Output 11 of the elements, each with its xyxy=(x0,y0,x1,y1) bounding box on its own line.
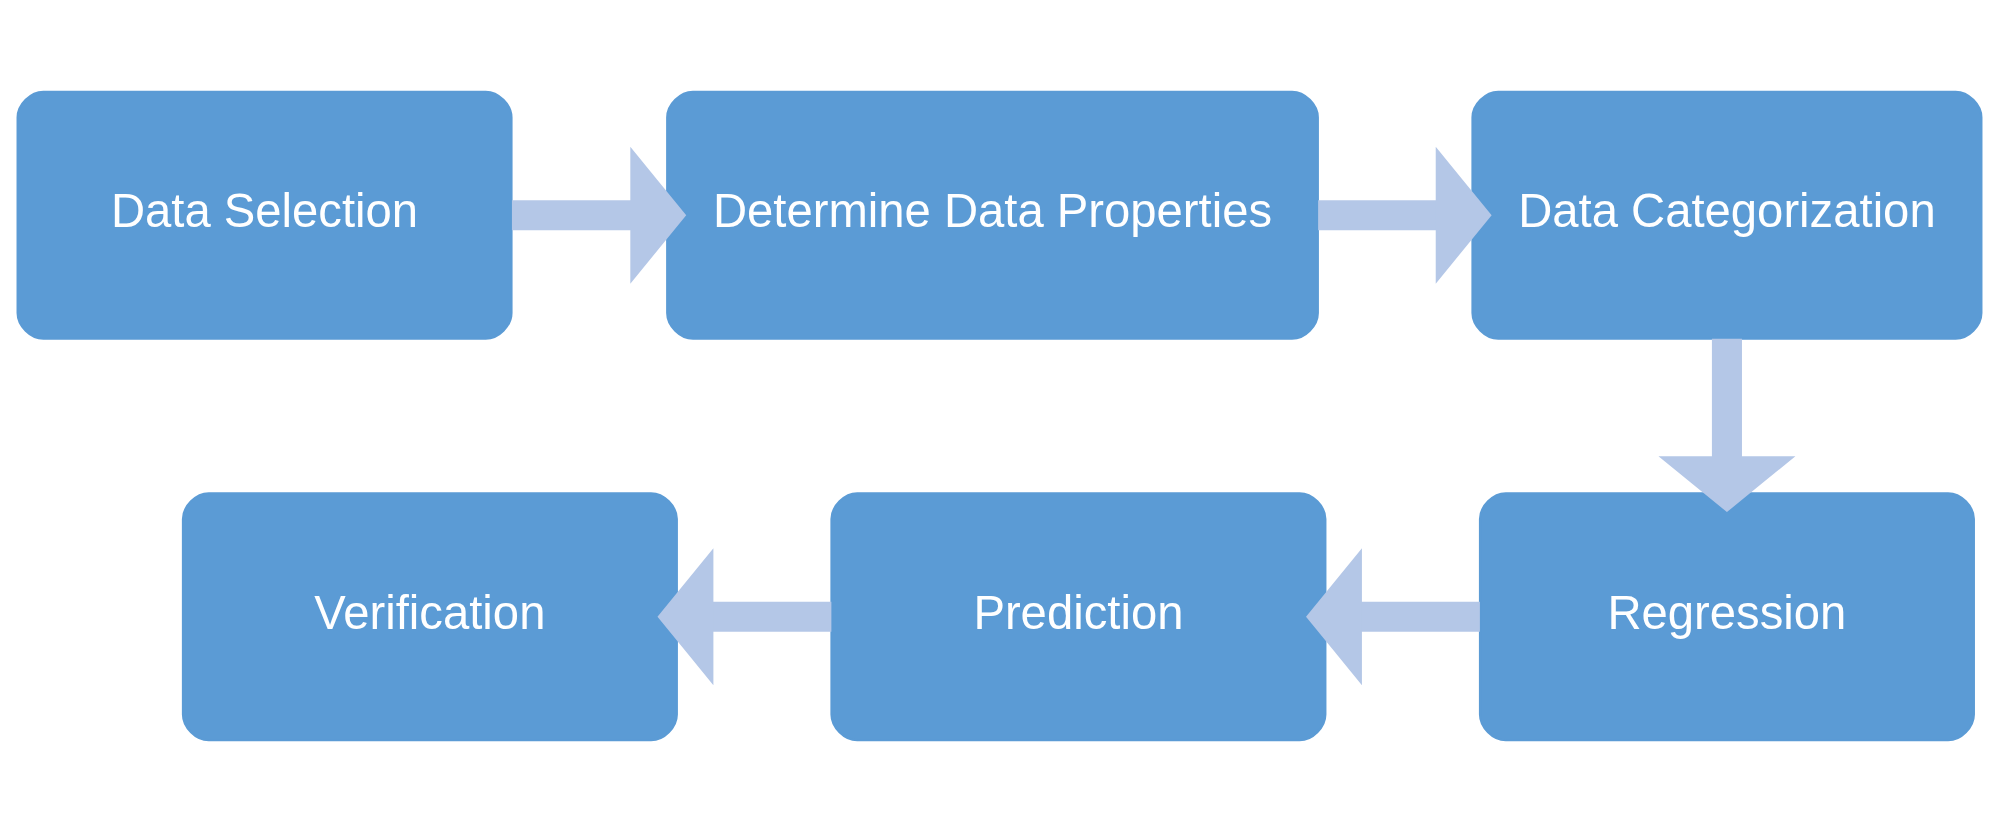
node-box: Determine Data Properties xyxy=(665,90,1319,340)
node-box: Verification xyxy=(181,492,678,742)
arrow xyxy=(1317,146,1492,284)
arrow xyxy=(657,548,831,686)
arrow xyxy=(1657,338,1795,513)
node-box: Prediction xyxy=(829,492,1326,742)
node-box: Regression xyxy=(1478,492,1975,742)
arrow xyxy=(1305,548,1480,686)
arrow xyxy=(511,146,686,284)
node-box: Data Selection xyxy=(16,90,513,340)
node-box: Data Categorization xyxy=(1470,90,1982,340)
